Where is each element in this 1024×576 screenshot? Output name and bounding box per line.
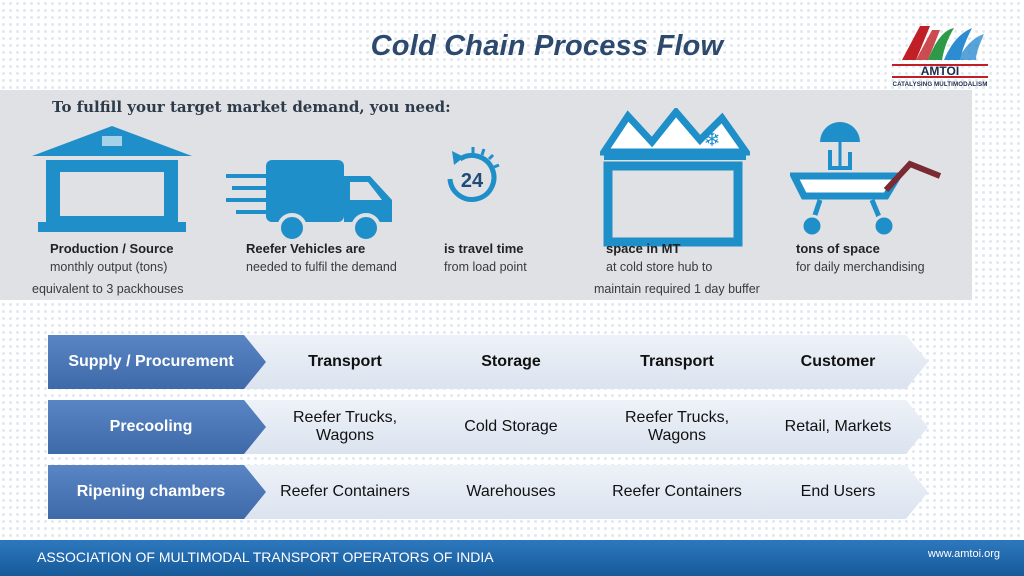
caption-cold-store-extra: maintain required 1 day buffer [594, 282, 760, 296]
flow-cell: Retail, Markets [742, 400, 928, 454]
warehouse-icon [32, 126, 192, 232]
flow-head-cell: Supply / Procurement [48, 335, 270, 389]
footer-organization: ASSOCIATION OF MULTIMODAL TRANSPORT OPER… [37, 549, 494, 565]
footer-website-link[interactable]: www.amtoi.org [927, 548, 1000, 560]
amtoi-logo: AMTOI CATALYSING MULTIMODALISM [892, 20, 992, 92]
flow-cell: Cold Storage [410, 400, 606, 454]
flow-row-1: Supply / Procurement Transport Storage T… [48, 335, 928, 389]
logo-tagline: CATALYSING MULTIMODALISM [892, 81, 988, 88]
logo-emblem-icon [902, 26, 984, 60]
banner-heading: To fulfill your target market demand, yo… [52, 98, 451, 116]
flow-cell: End Users [742, 465, 928, 519]
caption-cold-store: space in MT at cold store hub to [606, 241, 713, 274]
flow-cell: Reefer Trucks, Wagons [244, 400, 440, 454]
flow-row-3: Ripening chambers Reefer Containers Ware… [48, 465, 928, 519]
flow-cell: Reefer Trucks, Wagons [576, 400, 772, 454]
flow-cell: Warehouses [410, 465, 606, 519]
caption-production: Production / Source monthly output (tons… [50, 241, 174, 274]
trolley-icon [790, 122, 942, 238]
svg-text:24: 24 [461, 170, 484, 192]
demand-banner: To fulfill your target market demand, yo… [0, 90, 972, 300]
flow-cell: Transport [576, 335, 772, 389]
svg-text:❄: ❄ [704, 127, 721, 151]
flow-cell: Storage [410, 335, 606, 389]
page-title: Cold Chain Process Flow [370, 30, 724, 62]
caption-merchandising: tons of space for daily merchandising [796, 241, 925, 274]
clock-24-icon: 24 [447, 147, 500, 202]
reefer-truck-icon [226, 160, 392, 242]
caption-travel-time: is travel time from load point [444, 241, 527, 274]
flow-cell: Transport [244, 335, 440, 389]
caption-reefer: Reefer Vehicles are needed to fulfil the… [246, 241, 397, 274]
flow-cell: Reefer Containers [576, 465, 772, 519]
caption-production-extra: equivalent to 3 packhouses [32, 282, 184, 296]
flow-head-cell: Ripening chambers [48, 465, 270, 519]
flow-cell: Customer [742, 335, 928, 389]
flow-cell: Reefer Containers [244, 465, 440, 519]
flow-row-2: Precooling Reefer Trucks, Wagons Cold St… [48, 400, 928, 454]
flow-head-cell: Precooling [48, 400, 270, 454]
footer-bar: ASSOCIATION OF MULTIMODAL TRANSPORT OPER… [0, 540, 1024, 576]
logo-name: AMTOI [892, 64, 988, 78]
cold-store-icon: ❄ [600, 108, 750, 247]
